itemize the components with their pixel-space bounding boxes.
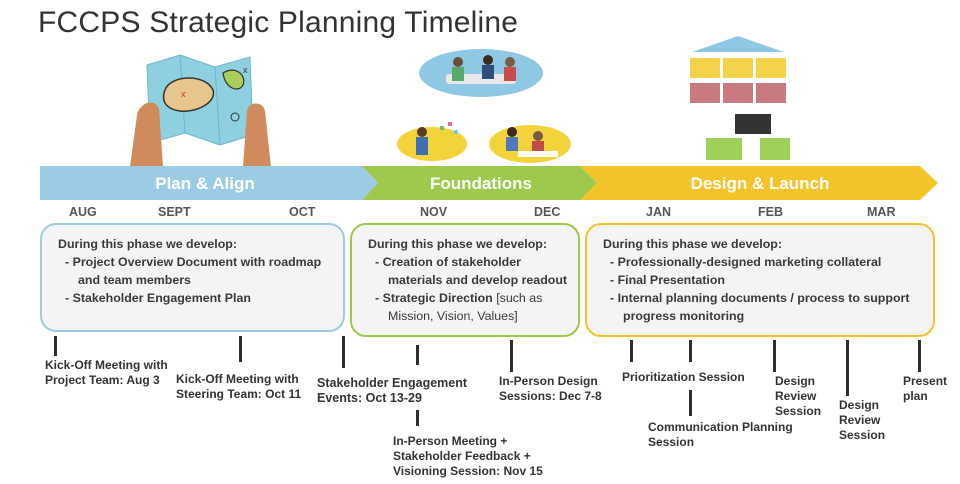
foundations-box: During this phase we develop: - Creation…	[350, 223, 580, 337]
strategic-direction-text: - Strategic Direction	[375, 291, 493, 305]
design-box-heading: During this phase we develop:	[603, 237, 783, 251]
event-tick	[773, 340, 776, 372]
event-tick	[54, 336, 57, 356]
event-in-person-meeting: In-Person Meeting + Stakeholder Feedback…	[393, 434, 543, 478]
month-mar: MAR	[867, 205, 896, 219]
plan-box-heading: During this phase we develop:	[58, 237, 238, 251]
event-tick	[918, 340, 921, 372]
foundations-box-item: - Creation of stakeholder materials and …	[375, 255, 568, 287]
month-oct: OCT	[289, 205, 316, 219]
strategic-direction-examples: [such as Mission, Vision, Values]	[388, 291, 543, 323]
event-present-plan: Present plan	[903, 374, 948, 403]
plan-box-item: - Project Overview Document with roadmap…	[65, 255, 322, 287]
plan-align-band	[40, 166, 378, 200]
event-tick	[342, 336, 345, 368]
event-tick	[689, 390, 692, 416]
month-nov: NOV	[420, 205, 448, 219]
phase-design-launch-label: Design & Launch	[690, 174, 830, 193]
design-launch-box: During this phase we develop: - Professi…	[585, 223, 935, 337]
event-design-review-1: Design Review Session	[775, 374, 822, 418]
month-dec: DEC	[534, 205, 561, 219]
month-sept: SEPT	[158, 205, 191, 219]
phase-foundations-label: Foundations	[430, 174, 532, 193]
event-tick	[846, 340, 849, 396]
structure-blocks-icon	[690, 36, 790, 160]
event-tick	[416, 410, 419, 426]
design-box-item: - Final Presentation	[610, 273, 725, 287]
page-title: FCCPS Strategic Planning Timeline	[38, 6, 519, 39]
design-box-item: - Professionally-designed marketing coll…	[610, 255, 882, 269]
map-illustration-icon: x x	[130, 54, 271, 167]
design-launch-band	[580, 166, 938, 200]
month-jan: JAN	[646, 205, 672, 219]
phase-plan-align-label: Plan & Align	[155, 174, 255, 193]
event-tick	[239, 336, 242, 362]
event-kickoff-steering-team: Kick-Off Meeting with Steering Team: Oct…	[176, 372, 302, 401]
foundations-band	[362, 166, 597, 200]
event-prioritization: Prioritization Session	[622, 370, 745, 384]
foundations-box-item: - Strategic Direction [such as Mission, …	[368, 289, 578, 325]
event-design-review-2: Design Review Session	[839, 398, 886, 442]
month-aug: AUG	[69, 205, 97, 219]
event-kickoff-project-team: Kick-Off Meeting with Project Team: Aug …	[45, 358, 168, 387]
meeting-illustration-icon	[419, 49, 543, 97]
event-design-sessions: In-Person Design Sessions: Dec 7-8	[499, 374, 602, 403]
foundations-box-heading: During this phase we develop:	[368, 237, 548, 251]
plan-box-item: - Stakeholder Engagement Plan	[65, 291, 251, 305]
svg-text:x: x	[243, 65, 248, 75]
teamwork-illustration-icon	[489, 125, 571, 163]
event-tick	[416, 345, 419, 365]
plan-align-box: During this phase we develop: - Project …	[40, 223, 345, 332]
event-tick	[630, 340, 633, 362]
event-stakeholder-engagement: Stakeholder Engagement Events: Oct 13-29	[317, 376, 468, 405]
collaboration-illustration-icon	[397, 122, 467, 161]
event-communication-planning: Communication Planning Session	[648, 420, 793, 449]
svg-text:x: x	[181, 89, 186, 99]
design-box-item: - Internal planning documents / process …	[610, 291, 910, 323]
month-feb: FEB	[758, 205, 783, 219]
event-tick	[689, 340, 692, 362]
event-tick	[510, 340, 513, 372]
